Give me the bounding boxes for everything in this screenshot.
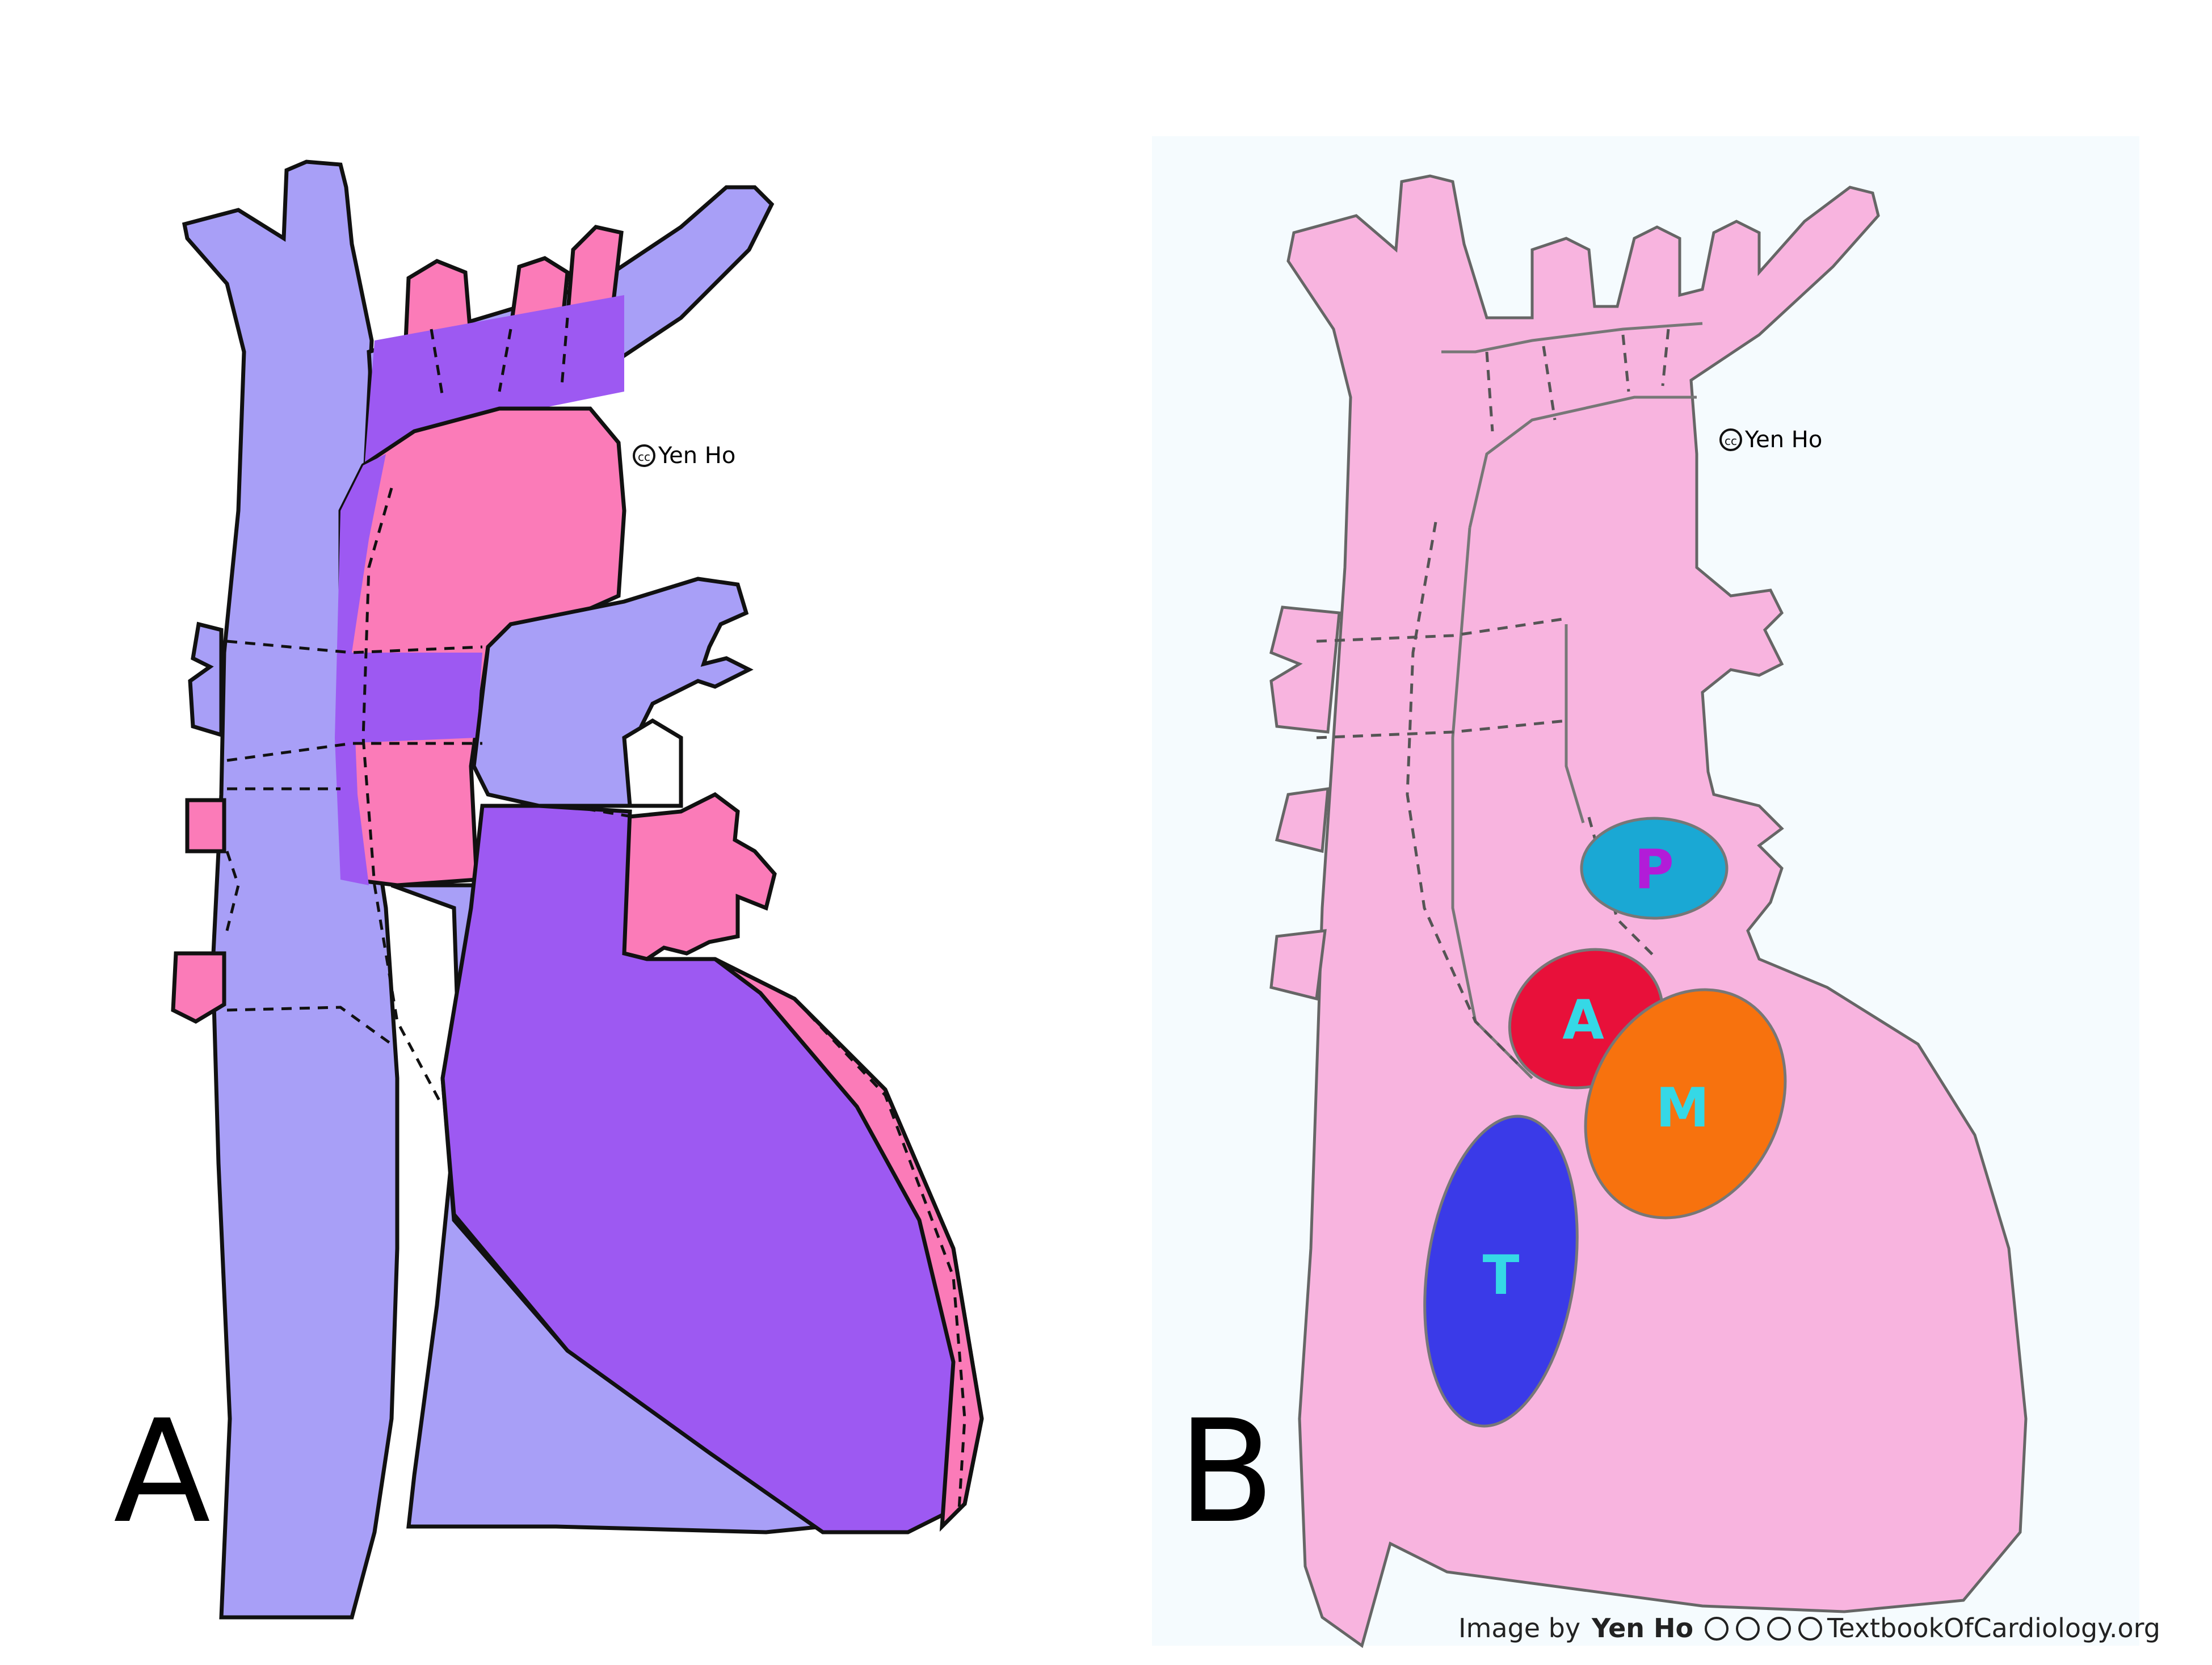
valve-m-label: M	[1656, 1077, 1710, 1140]
left-stub-pink-2	[171, 951, 226, 1024]
valve-m-shape	[1584, 988, 1787, 1220]
valve-t-shape	[1423, 1115, 1579, 1428]
panel-b: P A M T cc Yen Ho B	[1152, 136, 2139, 1649]
by-license-icon	[1736, 1617, 1760, 1641]
copyright-b: cc Yen Ho	[1719, 427, 1822, 453]
dashed-boundaries-b	[1316, 329, 1670, 1068]
b-inner-outlines	[1441, 322, 1703, 1079]
credit-site: TextbookOfCardiology.org	[1827, 1613, 2160, 1643]
panel-letter-a: A	[113, 1389, 211, 1554]
copyright-a: cc Yen Ho	[633, 443, 735, 469]
image-credit: Image by Yen Ho TextbookOfCardiology.org	[1458, 1613, 2160, 1643]
valve-a-label: A	[1562, 989, 1604, 1052]
nc-license-icon	[1767, 1617, 1791, 1641]
valve-p: P	[1580, 817, 1729, 920]
valve-p-label: P	[1634, 839, 1674, 901]
panel-letter-b: B	[1178, 1389, 1275, 1554]
panel-a: cc Yen Ho A	[113, 159, 984, 1620]
left-stub-pink-1	[185, 798, 226, 853]
valve-p-shape	[1580, 817, 1729, 920]
svg-text:cc: cc	[1725, 434, 1737, 448]
license-icons	[1705, 1617, 1822, 1641]
aorta-mixed-band	[340, 653, 482, 743]
copyright-a-text: Yen Ho	[658, 443, 735, 469]
dashed-boundaries-a	[225, 317, 966, 1534]
cc-license-icon	[1705, 1617, 1729, 1641]
b-left-stub-2	[1275, 787, 1330, 853]
left-appendage	[622, 792, 777, 961]
aorta-left-strip	[335, 454, 386, 885]
pulmonary-artery	[472, 577, 754, 808]
left-stub-upper	[188, 621, 224, 738]
credit-author: Yen Ho	[1591, 1613, 1693, 1643]
svg-text:cc: cc	[638, 450, 650, 464]
pa-hook	[622, 718, 683, 808]
valve-t-label: T	[1483, 1244, 1520, 1307]
ventricle-pink-wall	[713, 957, 984, 1532]
valve-m: M	[1584, 988, 1787, 1220]
valve-t: T	[1423, 1115, 1579, 1428]
copyright-b-text: Yen Ho	[1744, 427, 1822, 453]
vena-cava-column	[182, 159, 399, 1620]
credit-prefix: Image by	[1458, 1613, 1580, 1643]
b-left-stub-1	[1269, 606, 1341, 734]
b-left-stub-3	[1269, 929, 1327, 1001]
sa-license-icon	[1798, 1617, 1822, 1641]
